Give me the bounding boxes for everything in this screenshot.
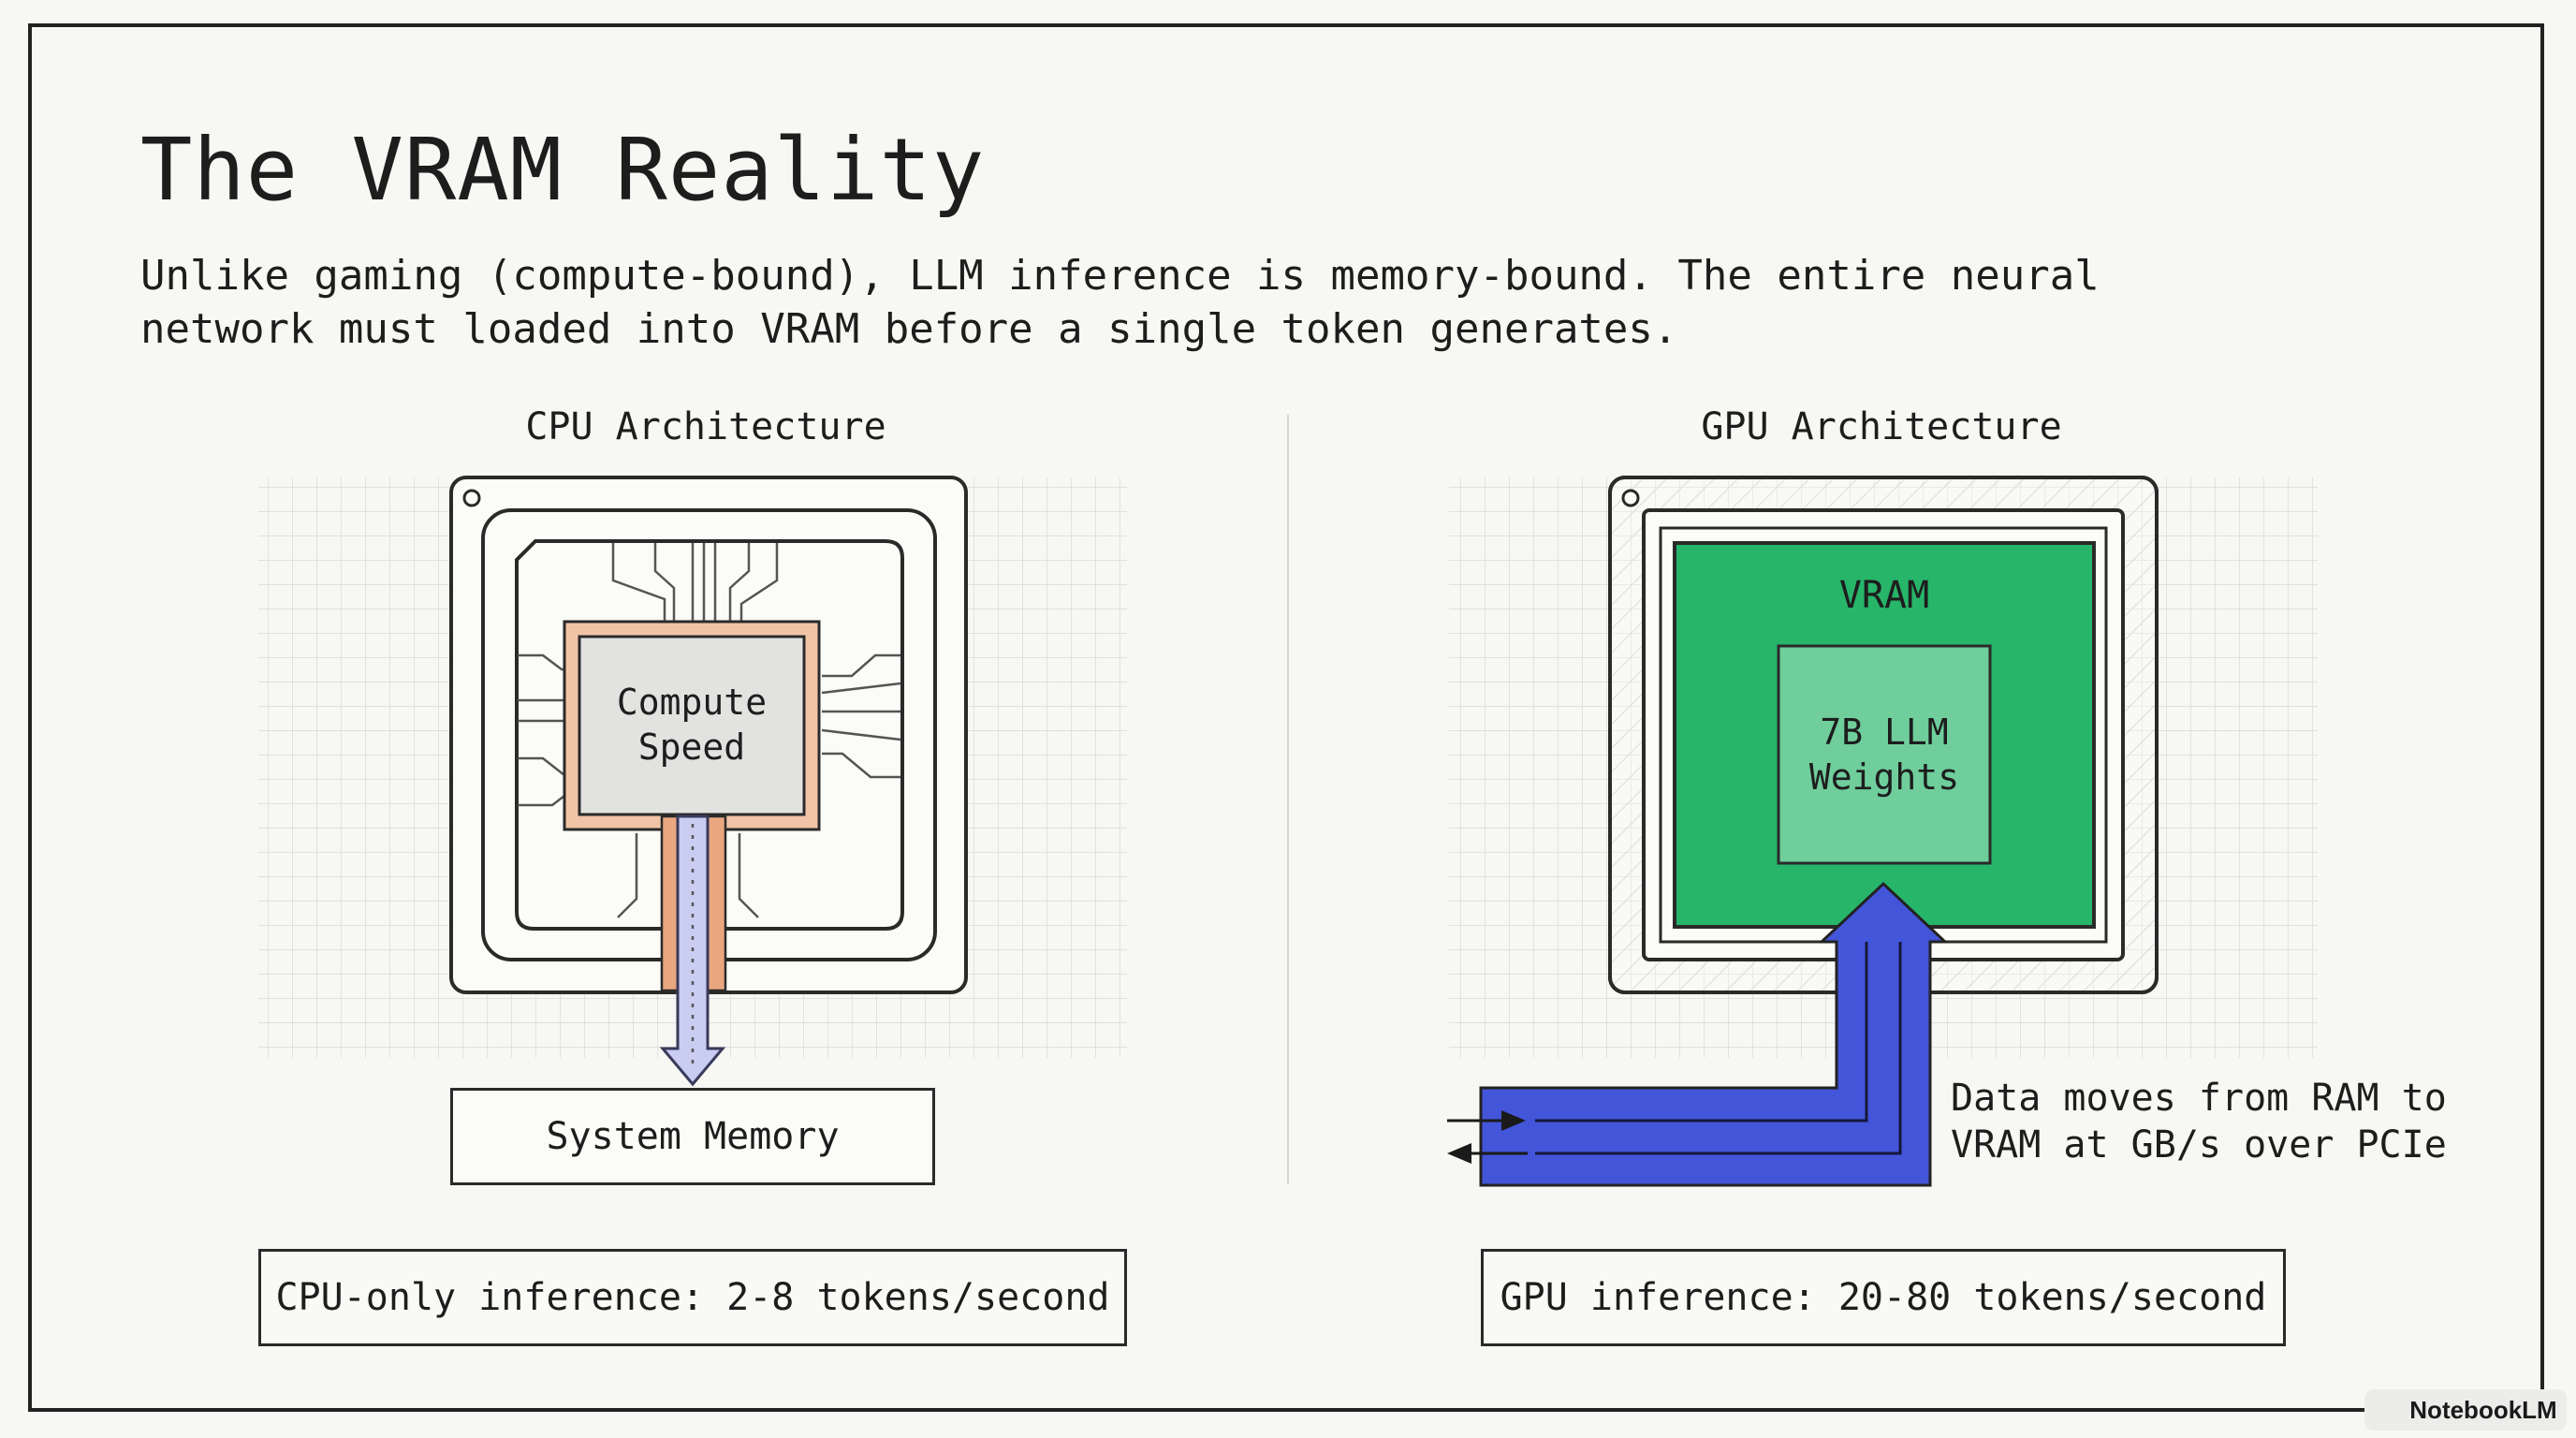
slide-subtitle: Unlike gaming (compute-bound), LLM infer… [140, 252, 2100, 353]
gpu-panel-label: GPU Architecture [1701, 405, 2062, 448]
weights-label: 7B LLM Weights [1808, 712, 1960, 798]
pcie-flow-lines [1535, 942, 1902, 1155]
badge-text: NotebookLM [2409, 1395, 2557, 1424]
cpu-diagram [258, 476, 1127, 1087]
pcie-flow-note: Data moves from RAM to VRAM at GB/s over… [1951, 1077, 2447, 1167]
slide-title: The VRAM Reality [140, 120, 986, 220]
cpu-panel-label: CPU Architecture [525, 405, 886, 448]
cpu-pin1-marker [462, 489, 481, 507]
vram-label: VRAM [1838, 574, 1930, 617]
cpu-die [515, 539, 904, 931]
compute-core [578, 635, 806, 816]
slide-frame [28, 23, 2544, 1412]
gpu-diagram [1447, 476, 2318, 1187]
panel-divider [1287, 415, 1289, 1184]
weights-block [1777, 644, 1992, 865]
gpu-stat-box: GPU inference: 20-80 tokens/second [1481, 1249, 2286, 1346]
pcie-io-arrows [1447, 1110, 1528, 1164]
pcie-flow-arrow [1479, 881, 1949, 1187]
notebooklm-badge: NotebookLM [2364, 1389, 2567, 1431]
cpu-traces [518, 543, 901, 918]
cpu-stat-box: CPU-only inference: 2-8 tokens/second [258, 1249, 1127, 1346]
gpu-pin1-marker [1621, 489, 1640, 507]
compute-speed-label: Compute Speed [616, 682, 768, 768]
system-memory-box: System Memory [450, 1088, 935, 1185]
